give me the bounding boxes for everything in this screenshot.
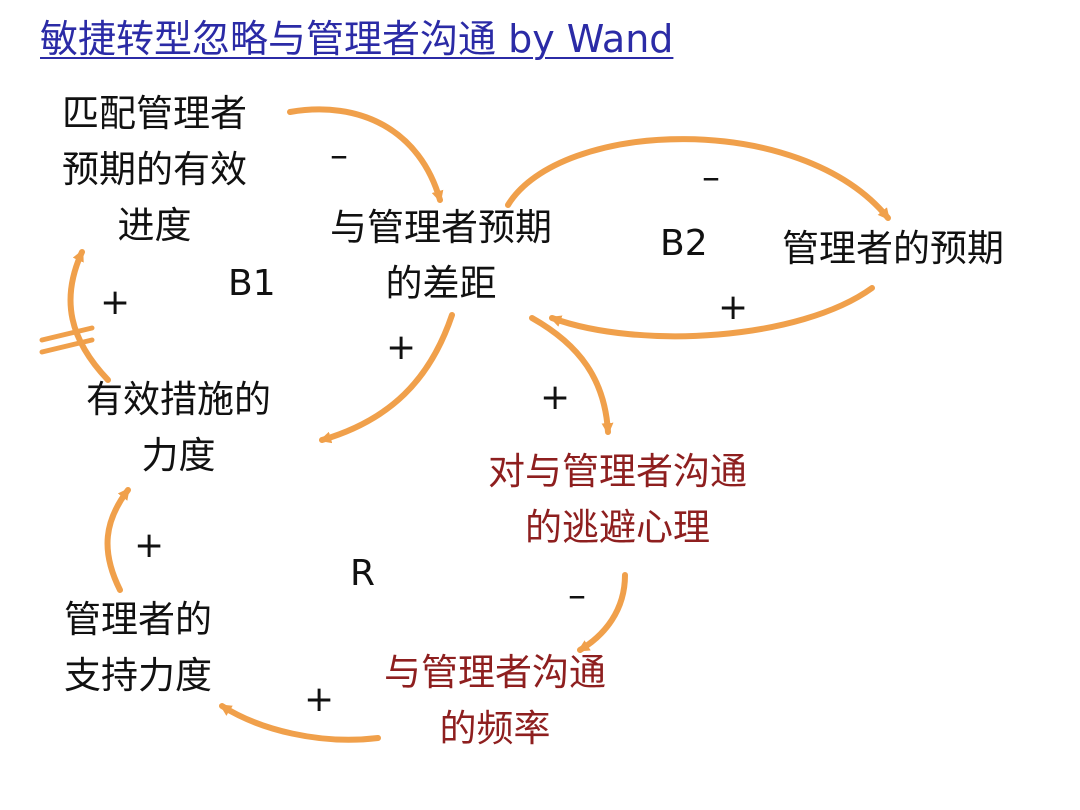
node-effective-measures: 有效措施的 力度 [86,378,271,477]
sign-gap-to-measures: + [386,327,417,368]
loop-label-r: R [350,553,376,594]
node-manager-expectation: 管理者的预期 [782,227,1004,270]
arrow-avoidance-to-frequency [577,572,628,653]
sign-gap-to-avoidance: + [540,377,571,418]
sign-expectation-to-gap: + [718,287,749,328]
sign-avoidance-to-frequency: – [568,575,586,616]
sign-frequency-to-support: + [304,679,335,720]
loop-label-b2: B2 [660,223,708,264]
delay-mark-2 [39,337,95,355]
delay-mark-1 [39,325,95,343]
node-avoidance: 对与管理者沟通 的逃避心理 [488,450,747,549]
arrow-expectation-to-gap [549,285,875,340]
arrow-frequency-to-support [219,703,381,743]
node-manager-support: 管理者的 支持力度 [64,598,212,697]
arrow-gap-to-avoidance [529,315,614,435]
arrow-support-to-measures [104,487,131,593]
loop-label-b1: B1 [228,263,276,304]
sign-gap-to-expectation: – [702,157,720,198]
arrow-measures-to-progress [67,249,111,383]
arrow-progress-to-gap [287,106,444,203]
sign-progress-to-gap: – [330,135,348,176]
node-gap: 与管理者预期 的差距 [330,206,552,305]
sign-measures-to-progress: + [100,282,131,323]
sign-support-to-measures: + [134,525,165,566]
arrow-gap-to-measures [319,312,455,444]
node-comm-frequency: 与管理者沟通 的频率 [384,651,606,750]
diagram-title: 敏捷转型忽略与管理者沟通 by Wand [40,17,674,61]
arrow-gap-to-expectation [505,136,891,221]
node-match-progress: 匹配管理者 预期的有效 进度 [62,92,247,247]
